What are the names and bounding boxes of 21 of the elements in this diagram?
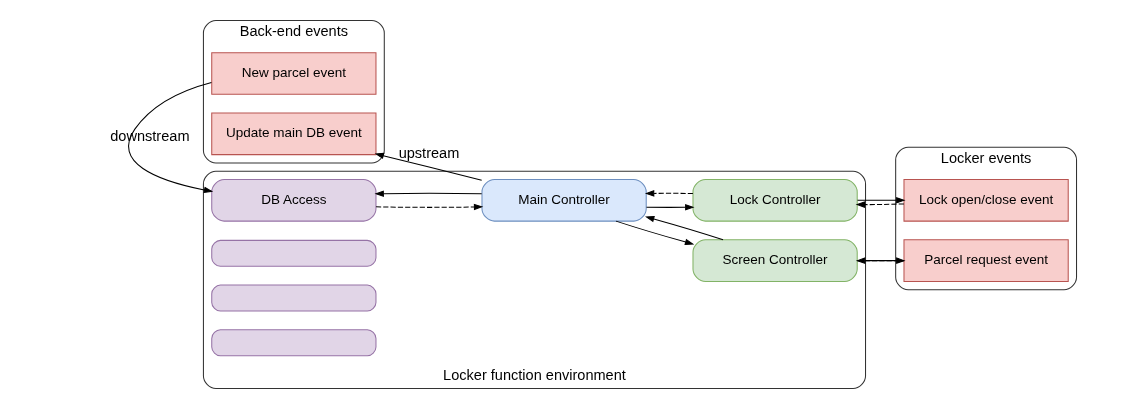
node-box: New parcel event <box>210 52 376 95</box>
arrow <box>644 190 693 197</box>
node-box <box>210 239 376 267</box>
arrow <box>374 152 482 181</box>
node-box: Main Controller <box>480 179 647 222</box>
node-box: Update main DB event <box>210 112 376 156</box>
edge-label: upstream <box>398 144 459 161</box>
arrow <box>645 204 694 211</box>
node-box: Parcel request event <box>902 239 1069 282</box>
arrow <box>614 220 694 246</box>
arrow <box>856 197 905 204</box>
arrow <box>375 203 483 211</box>
node-box <box>210 284 376 312</box>
node-box <box>210 329 376 357</box>
node-box: Lock Controller <box>691 179 858 222</box>
arrow <box>374 190 482 197</box>
arrow <box>127 81 213 194</box>
arrow <box>855 201 904 208</box>
node-box: Screen Controller <box>691 239 858 282</box>
node-box: DB Access <box>210 179 376 222</box>
node-box: Lock open/close event <box>902 179 1069 222</box>
